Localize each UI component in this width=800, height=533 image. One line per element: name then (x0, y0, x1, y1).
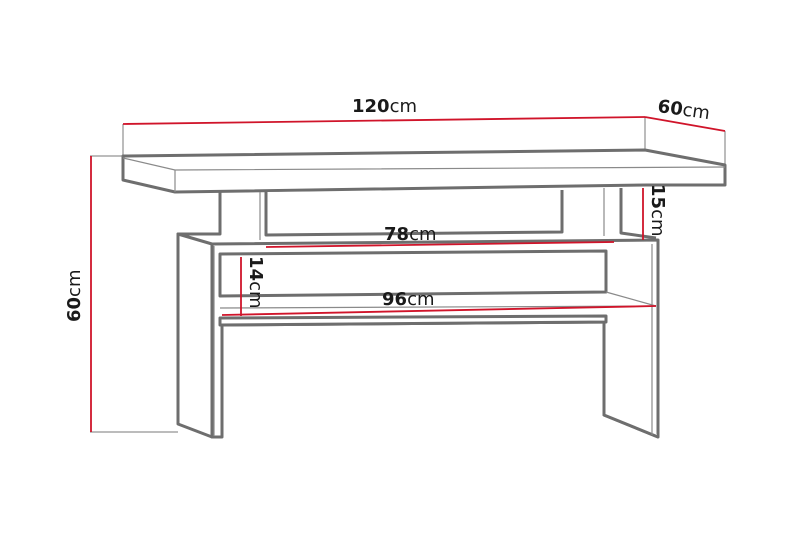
dimension-lines (90, 116, 726, 432)
depth-value: 60 (656, 96, 685, 121)
width-dimension-line (122, 116, 646, 125)
upper-shelf-unit: cm (409, 224, 437, 245)
upper-gap-value: 15 (647, 184, 668, 210)
upper-gap-label: 15cm (647, 184, 668, 237)
upper-shelf-label: 78cm (384, 226, 437, 244)
height-label: 60cm (64, 269, 85, 323)
lower-shelf-dimension-line (221, 305, 657, 316)
lower-gap-value: 14 (245, 256, 266, 282)
upper-shelf-value: 78 (384, 224, 410, 245)
right-leg (213, 244, 659, 439)
top-dimension-guide (122, 117, 726, 165)
lower-gap-label: 14cm (245, 256, 266, 309)
lower-shelf-unit: cm (407, 289, 435, 310)
upper-shelf-dimension-line (265, 241, 615, 248)
width-value: 120 (352, 96, 390, 117)
table-top (121, 148, 727, 194)
height-unit: cm (64, 269, 85, 297)
width-label: 120cm (352, 98, 417, 116)
width-unit: cm (389, 96, 418, 117)
height-value: 60 (64, 296, 85, 322)
lower-shelf-label: 96cm (382, 291, 435, 309)
lower-shelf-value: 96 (382, 289, 408, 310)
upper-gap-unit: cm (647, 209, 668, 237)
height-guide (90, 155, 178, 433)
depth-dimension-line (644, 116, 726, 132)
shelf-frame (218, 249, 657, 327)
depth-unit: cm (681, 99, 712, 125)
lower-gap-unit: cm (245, 281, 266, 309)
